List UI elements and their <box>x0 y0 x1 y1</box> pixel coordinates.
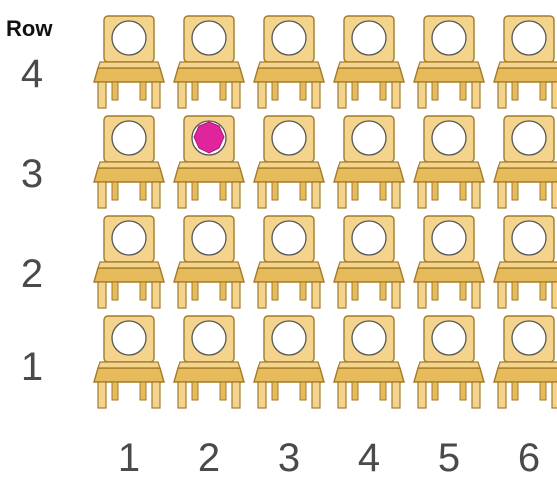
chair-row-3-col-5 <box>412 112 486 212</box>
column-label-2: 2 <box>184 436 234 481</box>
chair-row-3-col-3 <box>252 112 326 212</box>
chair-row-2-col-2 <box>172 212 246 312</box>
chair-row-4-col-2 <box>172 12 246 112</box>
chair-row-3-col-6 <box>492 112 557 212</box>
chair-row-1-col-4 <box>332 312 406 412</box>
chair-row-2-col-5 <box>412 212 486 312</box>
row-axis-title: Row <box>6 16 52 42</box>
chair-row-4-col-4 <box>332 12 406 112</box>
chair-row-3-col-4 <box>332 112 406 212</box>
chair-row-4-col-5 <box>412 12 486 112</box>
chair-marked-row-3-col-2 <box>172 112 246 212</box>
chair-row-1-col-1 <box>92 312 166 412</box>
row-label-3: 3 <box>12 152 52 197</box>
row-label-4: 4 <box>12 52 52 97</box>
chair-row-2-col-4 <box>332 212 406 312</box>
chair-row-2-col-6 <box>492 212 557 312</box>
column-label-3: 3 <box>264 436 314 481</box>
chair-row-4-col-6 <box>492 12 557 112</box>
chair-row-4-col-3 <box>252 12 326 112</box>
chair-row-2-col-3 <box>252 212 326 312</box>
column-label-1: 1 <box>104 436 154 481</box>
chair-row-1-col-3 <box>252 312 326 412</box>
column-label-6: 6 <box>504 436 554 481</box>
chair-row-2-col-1 <box>92 212 166 312</box>
chair-row-1-col-6 <box>492 312 557 412</box>
row-label-1: 1 <box>12 345 52 390</box>
chair-row-1-col-2 <box>172 312 246 412</box>
column-label-4: 4 <box>344 436 394 481</box>
row-label-2: 2 <box>12 252 52 297</box>
chair-row-1-col-5 <box>412 312 486 412</box>
column-label-5: 5 <box>424 436 474 481</box>
chair-row-4-col-1 <box>92 12 166 112</box>
chair-row-3-col-1 <box>92 112 166 212</box>
